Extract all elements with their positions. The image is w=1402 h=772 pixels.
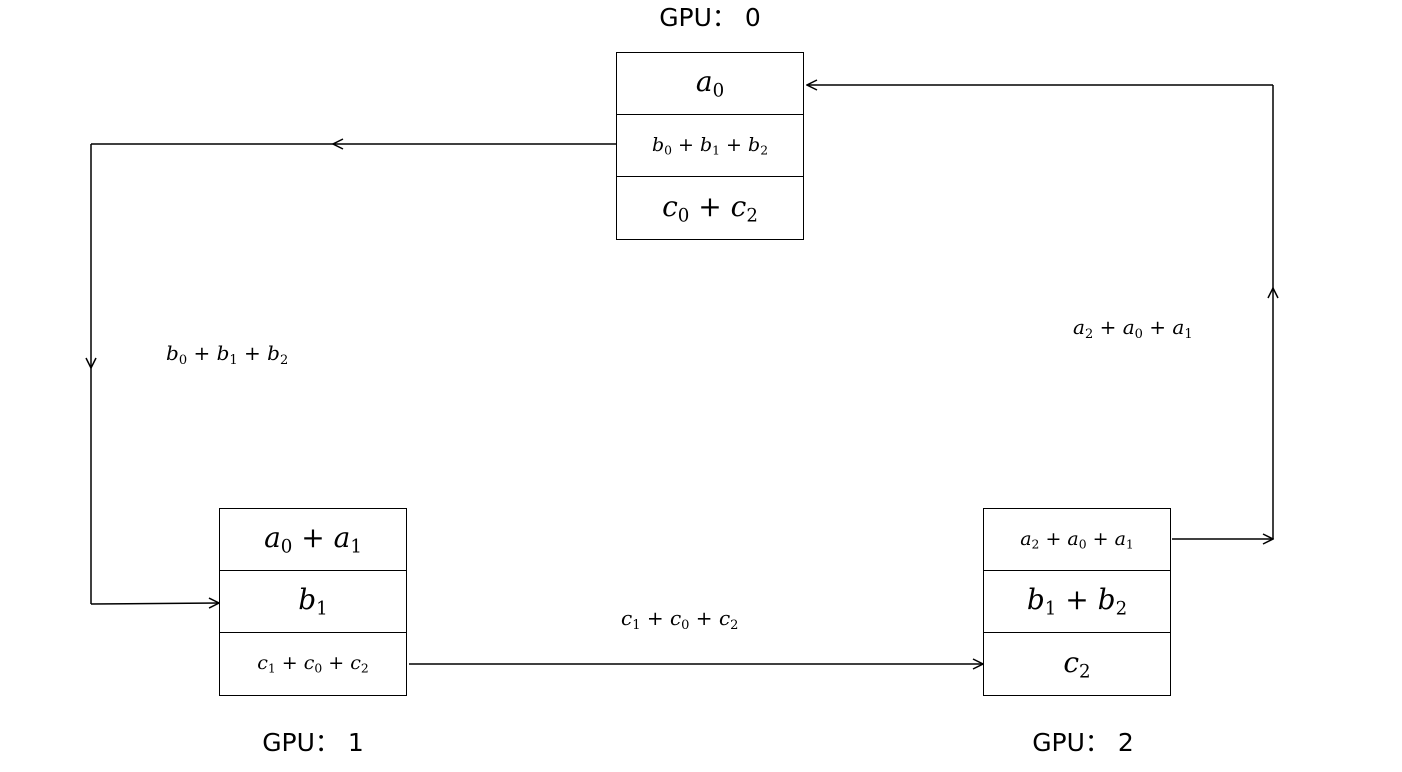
edge-gpu2-to-gpu0 xyxy=(807,85,1273,539)
math-expression: c0 + c2 xyxy=(662,189,758,227)
gpu0-buffer: a0 b0 + b1 + b2 c0 + c2 xyxy=(616,52,804,240)
math-expression: b1 + b2 xyxy=(1026,583,1128,620)
edge-label-gpu2-to-gpu0: a2 + a0 + a1 xyxy=(1073,315,1193,347)
math-expression: a2 + a0 + a1 xyxy=(1020,527,1134,552)
math-expression: b1 xyxy=(298,583,328,620)
math-expression: b0 + b1 + b2 xyxy=(166,341,289,368)
math-expression: c1 + c0 + c2 xyxy=(257,652,369,676)
edge-label-gpu1-to-gpu2: c1 + c0 + c2 xyxy=(621,606,738,638)
math-expression: a2 + a0 + a1 xyxy=(1073,315,1193,342)
math-expression: b0 + b1 + b2 xyxy=(651,133,769,158)
gpu2-chunk-a: a2 + a0 + a1 xyxy=(984,509,1170,571)
edge-gpu0-to-gpu1 xyxy=(91,144,616,604)
gpu1-chunk-b: b1 xyxy=(220,571,406,633)
gpu0-label: GPU： 0 xyxy=(659,3,761,32)
gpu2-chunk-b: b1 + b2 xyxy=(984,571,1170,633)
gpu1-chunk-a: a0 + a1 xyxy=(220,509,406,571)
math-expression: a0 xyxy=(695,65,725,102)
gpu0-chunk-c: c0 + c2 xyxy=(617,177,803,239)
gpu1-label: GPU： 1 xyxy=(262,728,364,757)
gpu0-chunk-b: b0 + b1 + b2 xyxy=(617,115,803,177)
gpu1-chunk-c: c1 + c0 + c2 xyxy=(220,633,406,695)
gpu2-chunk-c: c2 xyxy=(984,633,1170,695)
math-expression: c1 + c0 + c2 xyxy=(621,606,739,633)
gpu1-buffer: a0 + a1 b1 c1 + c0 + c2 xyxy=(219,508,407,696)
math-expression: a0 + a1 xyxy=(264,521,362,558)
gpu0-chunk-a: a0 xyxy=(617,53,803,115)
math-expression: c2 xyxy=(1063,645,1091,683)
gpu2-label: GPU： 2 xyxy=(1032,728,1134,757)
edge-label-gpu0-to-gpu1: b0 + b1 + b2 xyxy=(166,341,288,373)
gpu2-buffer: a2 + a0 + a1 b1 + b2 c2 xyxy=(983,508,1171,696)
